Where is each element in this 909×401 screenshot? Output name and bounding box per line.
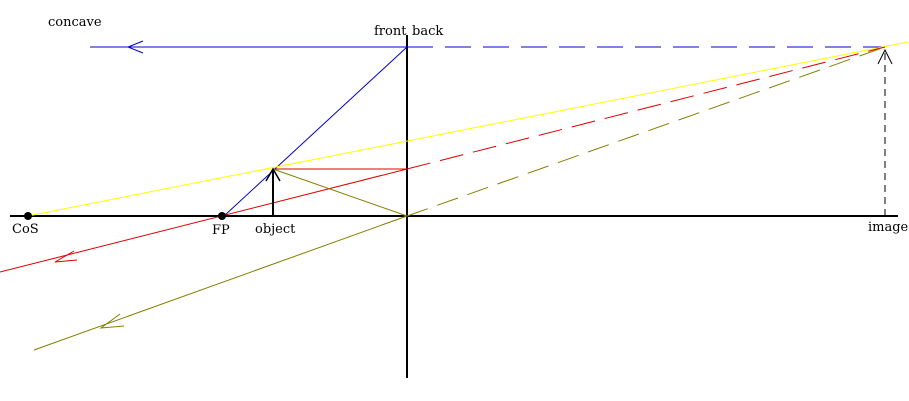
front-label: front [374,24,407,39]
diagram-title: concave [48,15,102,30]
center-of-sphere-label: CoS [12,222,39,237]
center-of-sphere-point-icon [24,212,32,220]
focal-point-icon [218,212,226,220]
red-ray [0,46,886,273]
olive-ray [33,46,886,351]
yellow-ray [27,41,909,217]
back-label: back [412,24,443,39]
image-label: image [868,220,909,235]
olive-ray-arrowhead-icon [99,313,125,329]
object-arrowhead-icon [265,167,281,182]
red-ray-arrowhead-icon [54,250,78,263]
image-arrowhead-icon [877,48,893,65]
blue-ray [90,40,885,217]
focal-point-label: FP [212,223,230,238]
object-label: object [255,222,296,237]
image-arrow [877,48,893,216]
blue-ray-arrowhead-icon [126,40,144,54]
object-arrow [265,167,281,216]
